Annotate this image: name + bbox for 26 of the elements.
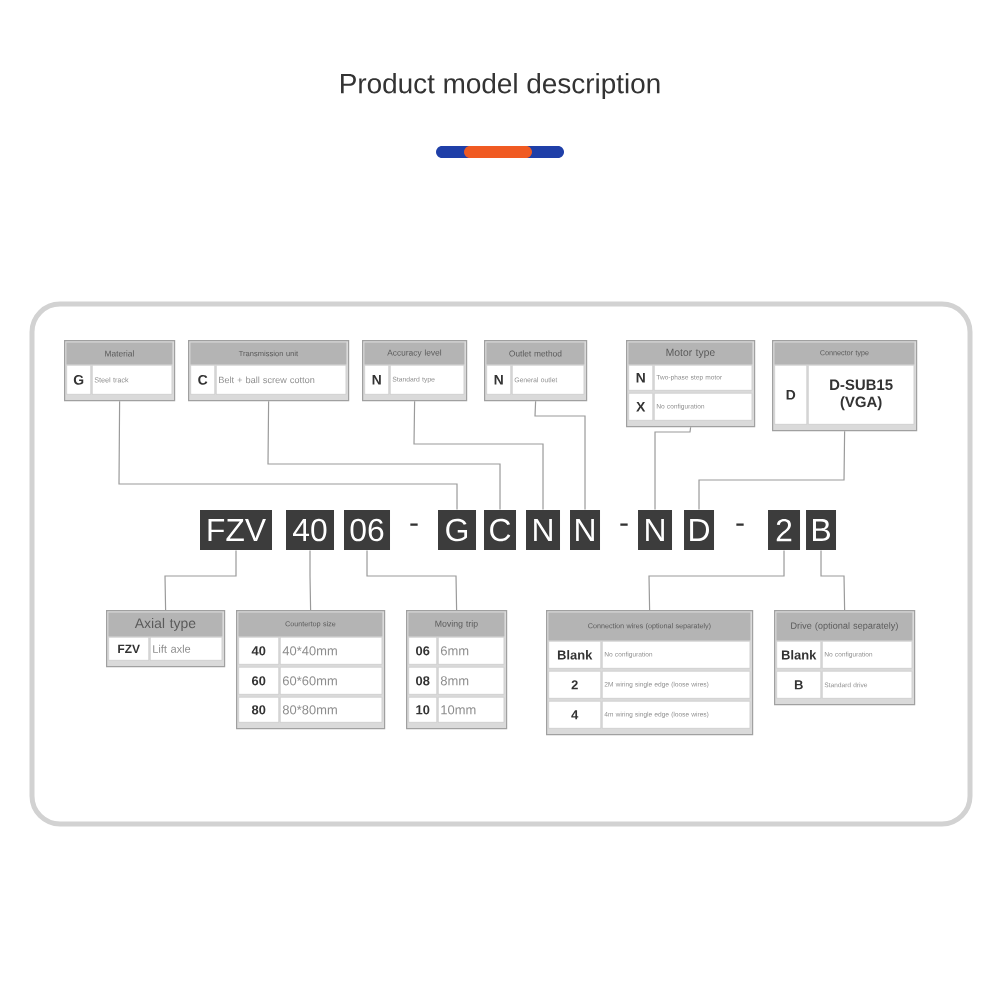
connector-line xyxy=(267,400,501,511)
code-letter-box: B xyxy=(806,510,836,550)
dash: - xyxy=(410,523,418,526)
connector-line xyxy=(164,549,237,611)
code-letter-box: G xyxy=(438,510,476,550)
code-letter-box: N xyxy=(526,510,560,550)
code-letter-box: D xyxy=(684,510,714,550)
code-letter-box: N xyxy=(638,510,672,550)
code-letter-box: 2 xyxy=(768,510,800,550)
connector-line xyxy=(698,430,846,511)
title: Product model description xyxy=(341,73,660,99)
connector-line xyxy=(309,549,312,611)
connector-line xyxy=(820,549,846,611)
connector-line xyxy=(118,400,458,511)
dash: - xyxy=(620,523,628,526)
connector-line xyxy=(413,400,544,511)
connector-line xyxy=(648,549,785,611)
connector-line xyxy=(654,426,692,511)
code-letter-box: N xyxy=(570,510,600,550)
code-letter-box: 40 xyxy=(286,510,334,550)
code-letter-box: FZV xyxy=(200,510,272,550)
code-letter-box: C xyxy=(484,510,516,550)
code-letter-box: 06 xyxy=(344,510,390,550)
connector-line xyxy=(366,549,458,611)
dash: - xyxy=(736,523,744,526)
connector-line xyxy=(534,400,586,511)
